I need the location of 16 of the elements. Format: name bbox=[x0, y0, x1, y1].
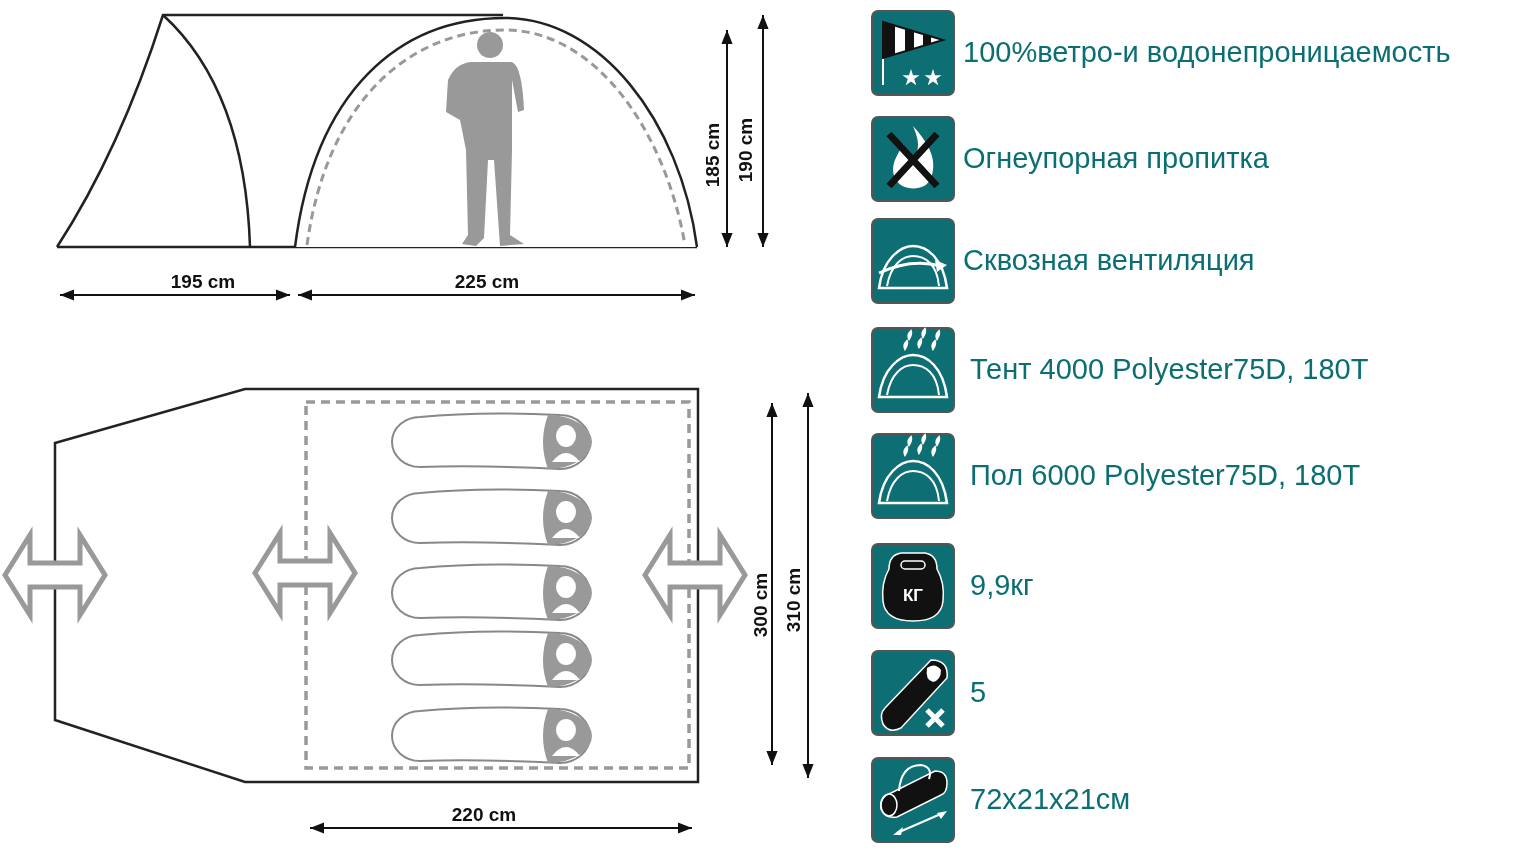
feature-text: Огнеупорная пропитка bbox=[963, 143, 1269, 173]
icon-text: КГ bbox=[903, 586, 923, 604]
dimension-label: 310 cm bbox=[783, 567, 803, 633]
dimension-label: 190 cm bbox=[735, 117, 755, 183]
feature-text: 9,9кг bbox=[970, 570, 1034, 600]
feature-text: Пол 6000 Polyester75D, 180T bbox=[970, 460, 1361, 490]
dimension-label: 300 cm bbox=[750, 572, 770, 638]
feature-text: 100%ветро-и водонепроницаемость bbox=[963, 37, 1451, 67]
feature-text: 72x21x21см bbox=[970, 784, 1131, 814]
dimension-label: 185 cm bbox=[702, 122, 722, 188]
dimension-label: 225 cm bbox=[454, 271, 520, 291]
feature-text: Сквозная вентиляция bbox=[963, 245, 1255, 275]
feature-text: Тент 4000 Polyester75D, 180T bbox=[970, 354, 1369, 384]
feature-text: 5 bbox=[970, 677, 987, 707]
dimension-label: 220 cm bbox=[451, 804, 517, 824]
dimension-label: 195 cm bbox=[170, 271, 236, 291]
